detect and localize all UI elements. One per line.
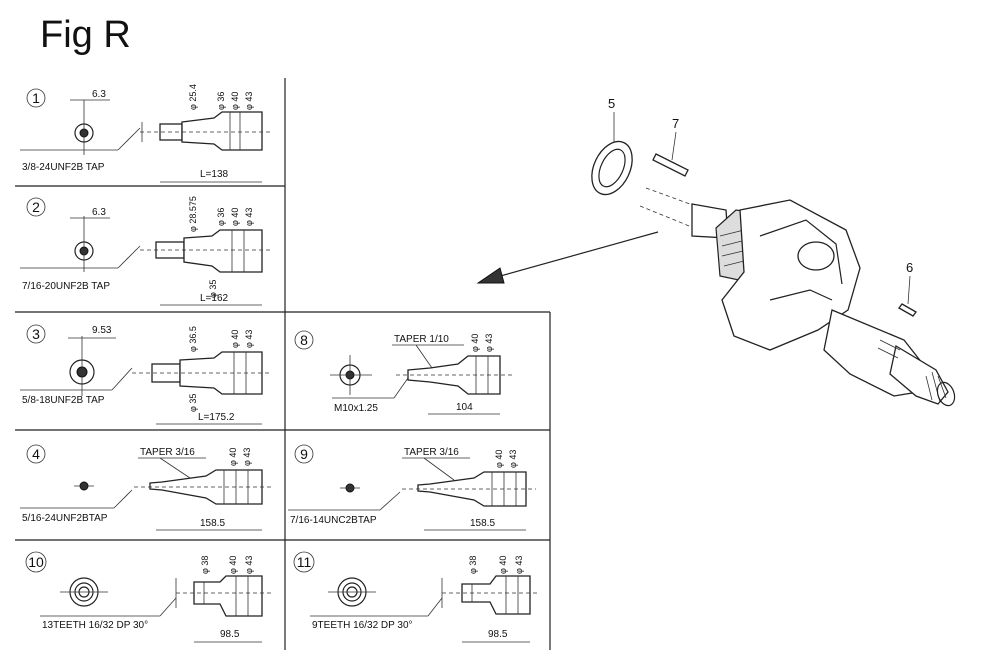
taper-label: TAPER 3/16	[404, 447, 459, 458]
taper-label: TAPER 3/16	[140, 447, 195, 458]
diameter-label: φ 40	[230, 92, 240, 110]
callout-number: 6	[906, 260, 913, 275]
panel-10: 10 13TEETH 16/32 DP 30° 98.5 φ 38 φ 40 φ…	[25, 551, 272, 643]
diameter-label: φ 40	[230, 208, 240, 226]
diameter-label: φ 40	[228, 448, 238, 466]
length-label: 98.5	[220, 629, 240, 640]
diameter-label: φ 40	[470, 334, 480, 352]
panel-number-circle	[26, 444, 46, 464]
diameter-label: φ 43	[244, 92, 254, 110]
crank-web	[721, 199, 861, 351]
diameter-label: φ 40	[494, 450, 504, 468]
dimension-label: 9.53	[92, 325, 112, 336]
thread-spec: 5/16-24UNF2BTAP	[22, 513, 108, 524]
diameter-label: φ 28.575	[188, 196, 198, 232]
panel-number: 11	[297, 554, 312, 570]
panel-number-circle	[293, 551, 315, 573]
panel-grid	[15, 78, 551, 650]
panel-number-circle	[26, 197, 46, 217]
thread-spec: 5/8-18UNF2B TAP	[22, 395, 105, 406]
taper-label: TAPER 1/10	[394, 334, 449, 345]
panel-1: 1 6.3 3/8-24UNF2B TAP L=138 φ 25.4 φ 36 …	[20, 84, 272, 183]
diameter-label: φ 40	[228, 556, 238, 574]
figure-title: Fig R	[40, 14, 131, 56]
panel-number-circle	[294, 444, 314, 464]
diameter-label: φ 40	[498, 556, 508, 574]
thread-spec: M10x1.25	[334, 403, 378, 414]
diameter-label: φ 36.5	[188, 326, 198, 352]
diameter-label: φ 38	[468, 556, 478, 574]
diameter-label: φ 40	[230, 330, 240, 348]
dimension-label: 6.3	[92, 89, 106, 100]
length-label: L=175.2	[198, 412, 235, 423]
panel-number: 3	[32, 326, 40, 342]
key-part	[898, 303, 917, 317]
diameter-label: φ 43	[244, 556, 254, 574]
panel-3: 3 9.53 5/8-18UNF2B TAP L=175.2 φ 36.5 φ …	[20, 324, 272, 425]
length-label: L=138	[200, 169, 229, 180]
diameter-label: φ 43	[244, 208, 254, 226]
length-label: 158.5	[200, 518, 225, 529]
pin-part	[652, 153, 689, 177]
diameter-label: φ 25.4	[188, 84, 198, 110]
panel-8: 8 TAPER 1/10 M10x1.25 104 φ 40 φ 43	[294, 330, 512, 415]
callout-number: 5	[608, 96, 615, 111]
diameter-label: φ 35	[208, 280, 218, 298]
panel-number: 9	[300, 446, 308, 462]
panel-number-circle	[25, 551, 47, 573]
panel-number: 8	[300, 332, 308, 348]
callout-number: 7	[672, 116, 679, 131]
length-label: L=162	[200, 293, 229, 304]
thread-spec: 3/8-24UNF2B TAP	[22, 162, 105, 173]
crankshaft-illustration	[591, 140, 956, 407]
pointer-arrow	[476, 231, 659, 284]
diameter-label: φ 43	[484, 334, 494, 352]
length-label: 104	[456, 402, 473, 413]
thread-spec: 7/16-14UNC2BTAP	[290, 515, 377, 526]
panel-2: 2 6.3 7/16-20UNF2B TAP L=162 φ 28.575 φ …	[20, 196, 272, 306]
diameter-label: φ 36	[216, 208, 226, 226]
callouts: 5 7 6	[608, 96, 913, 305]
panel-11: 11 9TEETH 16/32 DP 30° 98.5 φ 38 φ 40 φ …	[293, 551, 540, 643]
panel-number-circle	[26, 324, 46, 344]
thread-spec: 13TEETH 16/32 DP 30°	[42, 620, 148, 631]
panel-number-circle	[26, 88, 46, 108]
panel-number: 10	[28, 554, 44, 570]
diameter-label: φ 35	[188, 394, 198, 412]
panel-number: 2	[32, 199, 40, 215]
diameter-label: φ 43	[508, 450, 518, 468]
panel-number: 1	[32, 90, 40, 106]
dimension-label: 6.3	[92, 207, 106, 218]
length-label: 158.5	[470, 518, 495, 529]
panel-9: 9 TAPER 3/16 7/16-14UNC2BTAP 158.5 φ 40 …	[288, 444, 536, 531]
washer-part	[591, 140, 633, 196]
diameter-label: φ 43	[242, 448, 252, 466]
panel-4: 4 TAPER 3/16 5/16-24UNF2BTAP 158.5 φ 40 …	[20, 444, 272, 531]
diameter-label: φ 43	[244, 330, 254, 348]
panel-number-circle	[294, 330, 314, 350]
thread-spec: 9TEETH 16/32 DP 30°	[312, 620, 413, 631]
length-label: 98.5	[488, 629, 508, 640]
panel-number: 4	[32, 446, 40, 462]
thread-spec: 7/16-20UNF2B TAP	[22, 281, 110, 292]
diameter-label: φ 43	[514, 556, 524, 574]
diameter-label: φ 38	[200, 556, 210, 574]
diameter-label: φ 36	[216, 92, 226, 110]
